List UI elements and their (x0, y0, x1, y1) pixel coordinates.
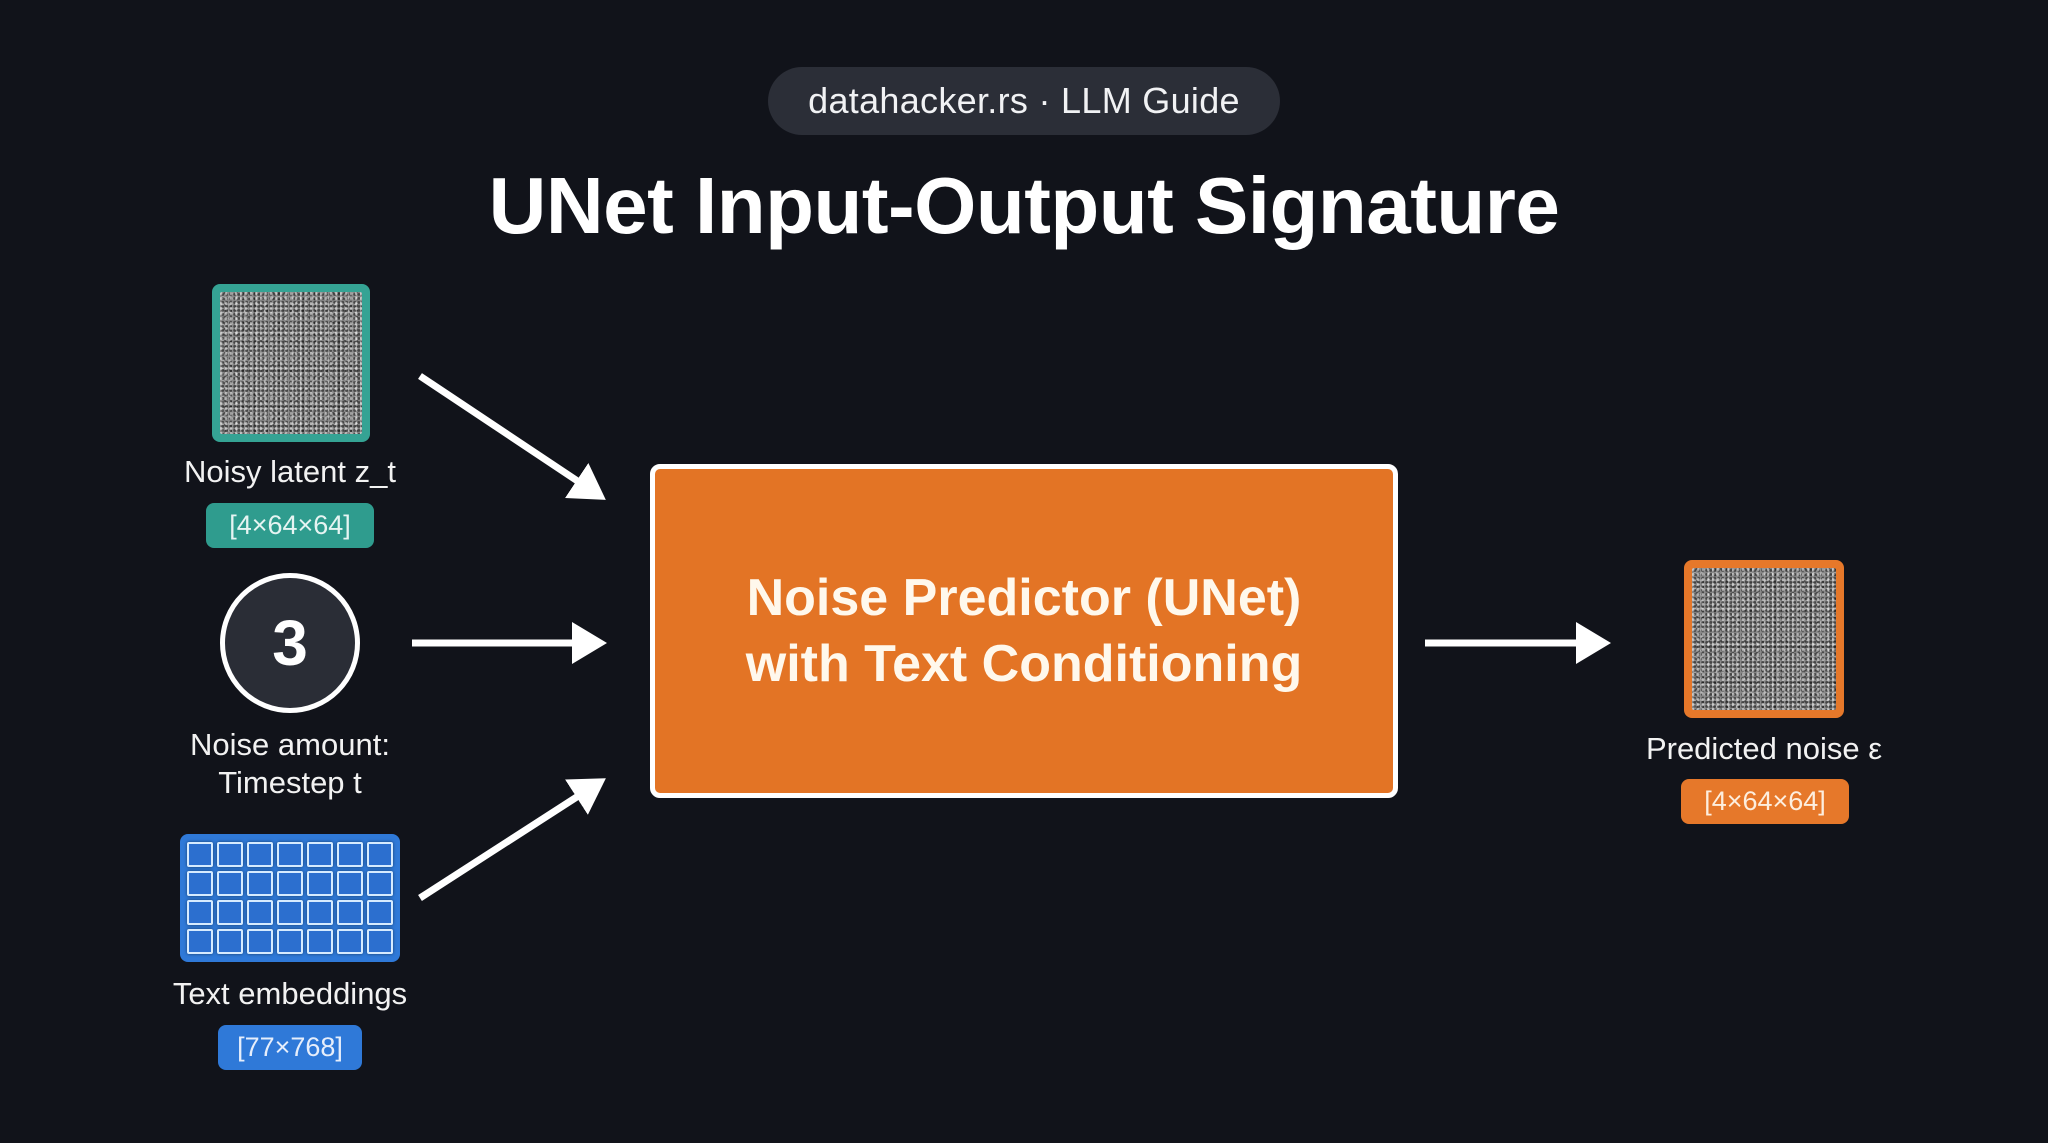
predicted-noise-shape-badge: [4×64×64] (1681, 779, 1849, 824)
embedding-cell (367, 871, 393, 896)
embedding-cell (337, 929, 363, 954)
noise-texture (1692, 568, 1836, 710)
embedding-cell (247, 842, 273, 867)
embedding-cell (247, 929, 273, 954)
embedding-cell (187, 871, 213, 896)
predicted-noise-label: Predicted noise ε (1645, 731, 1883, 766)
embedding-cell (277, 900, 303, 925)
predicted-noise-image-icon (1684, 560, 1844, 718)
embedding-cell (307, 929, 333, 954)
embedding-cell (337, 871, 363, 896)
diagram-title: UNet Input-Output Signature (488, 161, 1560, 250)
source-pill: datahacker.rs · LLM Guide (768, 67, 1280, 135)
embedding-cell (307, 900, 333, 925)
embedding-cell (187, 900, 213, 925)
noisy-latent-label: Noisy latent z_t (184, 454, 396, 489)
embedding-cell (277, 929, 303, 954)
embedding-cell (307, 871, 333, 896)
embedding-cell (307, 842, 333, 867)
text-embeddings-label: Text embeddings (172, 976, 408, 1011)
embedding-cell (187, 929, 213, 954)
noise-texture (220, 292, 362, 434)
embedding-cell (217, 929, 243, 954)
timestep-value: 3 (272, 607, 308, 679)
embedding-cell (277, 871, 303, 896)
embedding-cell (187, 842, 213, 867)
source-pill-text: datahacker.rs · LLM Guide (808, 80, 1240, 121)
timestep-label-line1: Noise amount: (190, 727, 390, 762)
unet-title-line1: Noise Predictor (UNet) (746, 569, 1302, 627)
embedding-cell (247, 871, 273, 896)
embedding-cell (217, 900, 243, 925)
text-embeddings-grid-icon (180, 834, 400, 962)
embedding-cell (337, 900, 363, 925)
text-embeddings-shape-badge: [77×768] (218, 1025, 362, 1070)
embedding-cell (277, 842, 303, 867)
timestep-circle-icon: 3 (220, 573, 360, 713)
embedding-cell (367, 929, 393, 954)
embedding-cell (367, 900, 393, 925)
arrow-text-to-unet (418, 778, 606, 901)
noisy-latent-shape-badge: [4×64×64] (206, 503, 374, 548)
noisy-latent-image-icon (212, 284, 370, 442)
embedding-cell (367, 842, 393, 867)
unet-noise-predictor-box: Noise Predictor (UNet) with Text Conditi… (650, 464, 1398, 798)
embedding-cell (247, 900, 273, 925)
unet-title-line2: with Text Conditioning (745, 635, 1303, 693)
embedding-cell (217, 842, 243, 867)
timestep-label-line2: Timestep t (218, 765, 362, 800)
arrow-latent-to-unet (418, 373, 606, 500)
embedding-cell (217, 871, 243, 896)
embedding-cell (337, 842, 363, 867)
